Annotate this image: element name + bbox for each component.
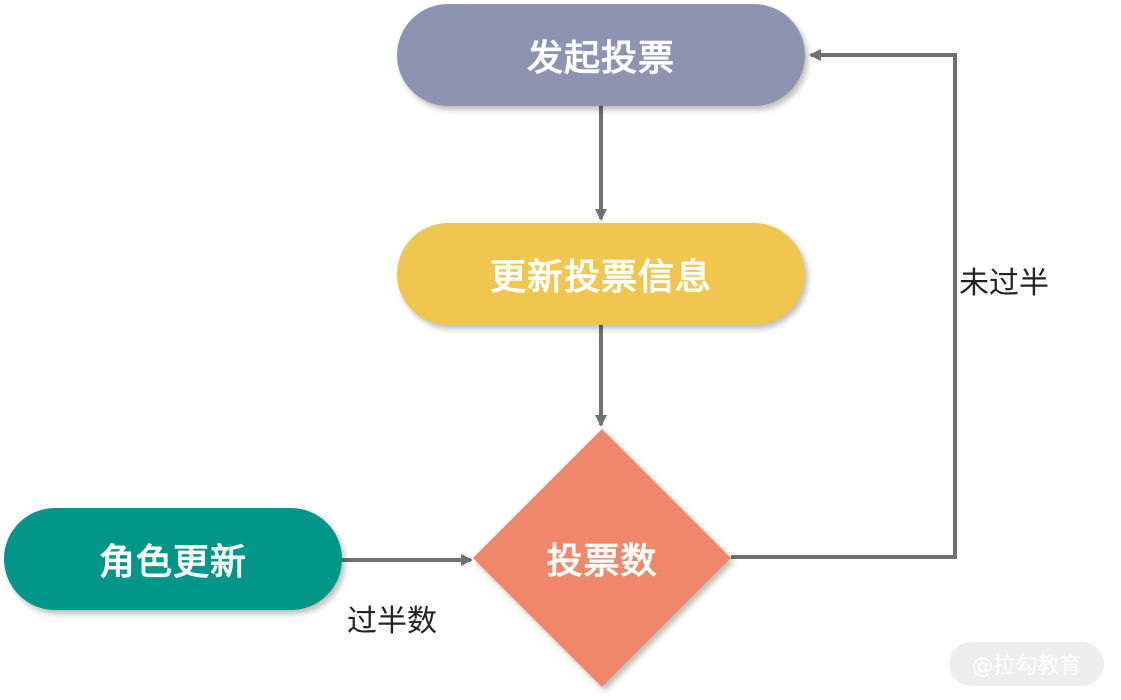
watermark-text: @拉勾教育 xyxy=(971,654,1082,679)
start-vote-node: 发起投票 xyxy=(397,4,805,106)
vote-count-label: 投票数 xyxy=(546,541,658,582)
update-vote-info-node: 更新投票信息 xyxy=(397,223,805,325)
role-update-label: 角色更新 xyxy=(98,542,247,583)
over-half-label: 过半数 xyxy=(347,604,437,639)
vote-count-decision xyxy=(473,429,731,687)
decision-diamond-shape xyxy=(473,429,731,687)
edge-decision-loop-back xyxy=(731,49,957,559)
role-update-node: 角色更新 xyxy=(4,508,342,610)
update-vote-info-label: 更新投票信息 xyxy=(489,257,712,298)
not-half-label: 未过半 xyxy=(959,266,1049,301)
vote-count-label-wrap: 投票数 xyxy=(473,429,731,687)
start-vote-label: 发起投票 xyxy=(526,38,675,79)
watermark-badge: @拉勾教育 xyxy=(949,642,1104,686)
